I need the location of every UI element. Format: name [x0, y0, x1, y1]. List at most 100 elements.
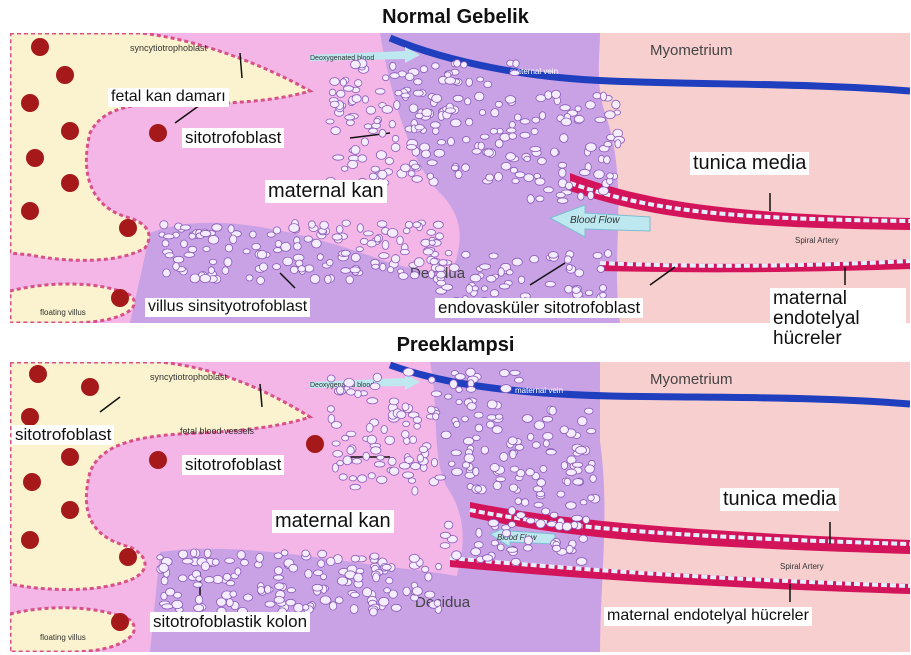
- trophoblast-cell: [461, 62, 468, 68]
- trophoblast-cell: [540, 112, 546, 120]
- trophoblast-cell: [466, 78, 473, 86]
- trophoblast-cell: [370, 608, 378, 616]
- trophoblast-cell: [387, 229, 398, 238]
- trophoblast-cell: [335, 597, 343, 604]
- trophoblast-cell: [484, 81, 492, 88]
- trophoblast-cell: [333, 155, 344, 160]
- trophoblast-cell: [560, 134, 568, 143]
- myometrium-text: Myometrium: [650, 371, 733, 388]
- trophoblast-cell: [327, 375, 335, 382]
- label-maternal-endothelial-top: maternal endotelyal hücreler: [770, 288, 906, 350]
- trophoblast-cell: [165, 253, 174, 258]
- label-tunica-media: tunica media: [720, 488, 839, 511]
- trophoblast-cell: [604, 156, 611, 164]
- trophoblast-cell: [549, 406, 556, 415]
- trophoblast-cell: [195, 595, 202, 604]
- trophoblast-cell: [358, 475, 367, 483]
- trophoblast-cell: [422, 109, 432, 117]
- trophoblast-cell: [536, 196, 544, 202]
- trophoblast-cell: [564, 478, 571, 485]
- trophoblast-cell: [342, 220, 350, 226]
- label-cytotrophoblast-1: sitotrofoblast: [12, 425, 114, 445]
- trophoblast-cell: [355, 80, 362, 87]
- trophoblast-cell: [386, 578, 393, 584]
- trophoblast-cell: [490, 464, 499, 472]
- trophoblast-cell: [505, 96, 515, 104]
- trophoblast-cell: [456, 387, 462, 393]
- trophoblast-cell: [562, 522, 571, 530]
- trophoblast-cell: [351, 555, 359, 562]
- trophoblast-cell: [397, 411, 406, 419]
- label-fetal-vessel: fetal kan damarı: [108, 88, 229, 107]
- trophoblast-cell: [515, 444, 523, 450]
- trophoblast-cell: [162, 240, 169, 247]
- trophoblast-cell: [389, 398, 398, 405]
- trophoblast-cell: [310, 275, 320, 284]
- trophoblast-cell: [371, 447, 381, 454]
- fetal-vessel: [61, 448, 79, 466]
- trophoblast-cell: [259, 263, 267, 271]
- trophoblast-cell: [411, 164, 419, 169]
- trophoblast-cell: [427, 173, 433, 179]
- trophoblast-cell: [163, 269, 171, 277]
- trophoblast-cell: [585, 465, 595, 473]
- trophoblast-cell: [332, 464, 338, 473]
- trophoblast-cell: [537, 479, 546, 487]
- trophoblast-cell: [439, 260, 447, 266]
- trophoblast-cell: [225, 558, 235, 563]
- trophoblast-cell: [333, 451, 343, 458]
- trophoblast-cell: [208, 267, 214, 274]
- trophoblast-cell: [514, 114, 521, 121]
- label-cytotrophoblastic-column: sitotrofoblastik kolon: [150, 612, 310, 632]
- trophoblast-cell: [607, 173, 614, 179]
- trophoblast-cell: [462, 416, 469, 422]
- trophoblast-cell: [490, 129, 497, 135]
- trophoblast-cell: [345, 115, 355, 120]
- fetal-vessel: [31, 38, 49, 56]
- trophoblast-cell: [189, 233, 196, 239]
- fetal-vessel: [21, 94, 39, 112]
- trophoblast-cell: [543, 433, 553, 440]
- trophoblast-cell: [337, 577, 347, 585]
- trophoblast-cell: [597, 266, 604, 273]
- trophoblast-cell: [428, 377, 435, 383]
- fetal-vessel: [119, 548, 137, 566]
- trophoblast-cell: [588, 191, 594, 199]
- fetal-vessel: [111, 613, 129, 631]
- trophoblast-cell: [520, 132, 530, 138]
- trophoblast-cell: [294, 243, 302, 250]
- trophoblast-cell: [425, 591, 435, 598]
- trophoblast-cell: [515, 498, 522, 505]
- trophoblast-cell: [576, 558, 587, 566]
- trophoblast-cell: [403, 587, 410, 596]
- trophoblast-cell: [451, 119, 462, 127]
- trophoblast-cell: [451, 165, 458, 171]
- trophoblast-cell: [553, 545, 561, 551]
- trophoblast-cell: [230, 235, 237, 244]
- trophoblast-cell: [352, 95, 361, 103]
- trophoblast-cell: [508, 522, 515, 528]
- trophoblast-cell: [600, 92, 606, 101]
- trophoblast-cell: [404, 437, 410, 444]
- trophoblast-cell: [466, 368, 476, 376]
- trophoblast-cell: [161, 577, 168, 585]
- trophoblast-cell: [536, 95, 546, 102]
- trophoblast-cell: [413, 90, 423, 96]
- trophoblast-cell: [401, 164, 411, 172]
- trophoblast-cell: [509, 484, 517, 492]
- trophoblast-cell: [379, 597, 389, 606]
- trophoblast-cell: [420, 66, 427, 73]
- trophoblast-cell: [369, 173, 377, 180]
- trophoblast-cell: [545, 91, 552, 99]
- trophoblast-cell: [495, 172, 503, 181]
- trophoblast-cell: [509, 121, 515, 128]
- trophoblast-cell: [512, 178, 519, 183]
- fetal-vessel: [81, 378, 99, 396]
- trophoblast-cell: [559, 168, 566, 177]
- trophoblast-cell: [501, 162, 511, 170]
- trophoblast-cell: [377, 476, 387, 483]
- trophoblast-cell: [222, 267, 229, 274]
- trophoblast-cell: [388, 457, 396, 465]
- trophoblast-cell: [532, 442, 540, 449]
- trophoblast-cell: [392, 135, 398, 142]
